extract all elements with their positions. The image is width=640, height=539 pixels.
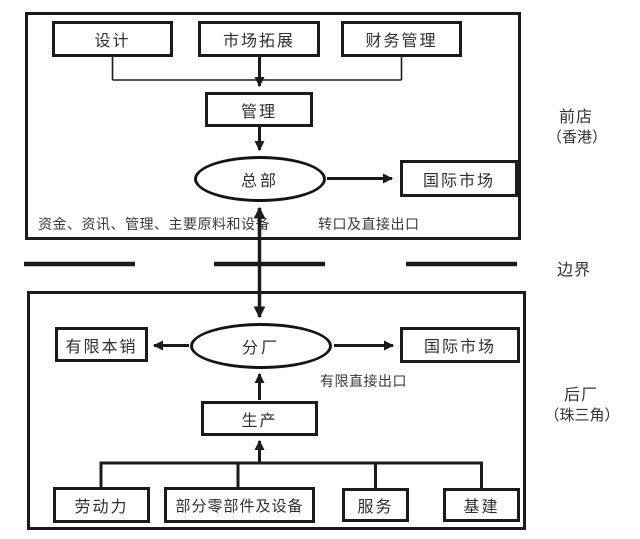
label-front-shop-hongkong: （香港） — [546, 130, 608, 146]
node-headquarters-ellipse: 总部 — [194, 156, 326, 202]
node-services: 服务 — [342, 488, 409, 522]
node-production: 生产 — [201, 401, 318, 436]
front-shop-frame — [25, 12, 521, 240]
node-finance-management: 财务管理 — [341, 21, 462, 57]
note-inputs: 资金、资讯、管理、主要原料和设备 — [38, 218, 270, 233]
node-intl-market-top: 国际市场 — [400, 160, 518, 197]
node-market-expansion: 市场拓展 — [198, 21, 320, 57]
node-management: 管理 — [205, 92, 313, 127]
node-labor: 劳动力 — [53, 487, 150, 523]
node-limited-domestic-sales: 有限本销 — [55, 327, 148, 362]
node-parts-equipment: 部分零部件及设备 — [164, 487, 315, 523]
node-infrastructure: 基建 — [443, 488, 520, 522]
label-boundary: 边界 — [556, 262, 592, 279]
note-limited-export: 有限直接出口 — [320, 375, 407, 390]
node-branch-factory-ellipse: 分厂 — [190, 323, 332, 369]
label-back-factory: 后厂 — [563, 387, 599, 404]
back-factory-frame — [27, 291, 526, 530]
label-back-factory-prd: （珠三角） — [544, 408, 620, 424]
node-design: 设计 — [52, 21, 173, 57]
label-front-shop: 前店 — [558, 109, 594, 126]
note-transit-export: 转口及直接出口 — [318, 218, 420, 233]
node-intl-market-bottom: 国际市场 — [400, 327, 520, 363]
